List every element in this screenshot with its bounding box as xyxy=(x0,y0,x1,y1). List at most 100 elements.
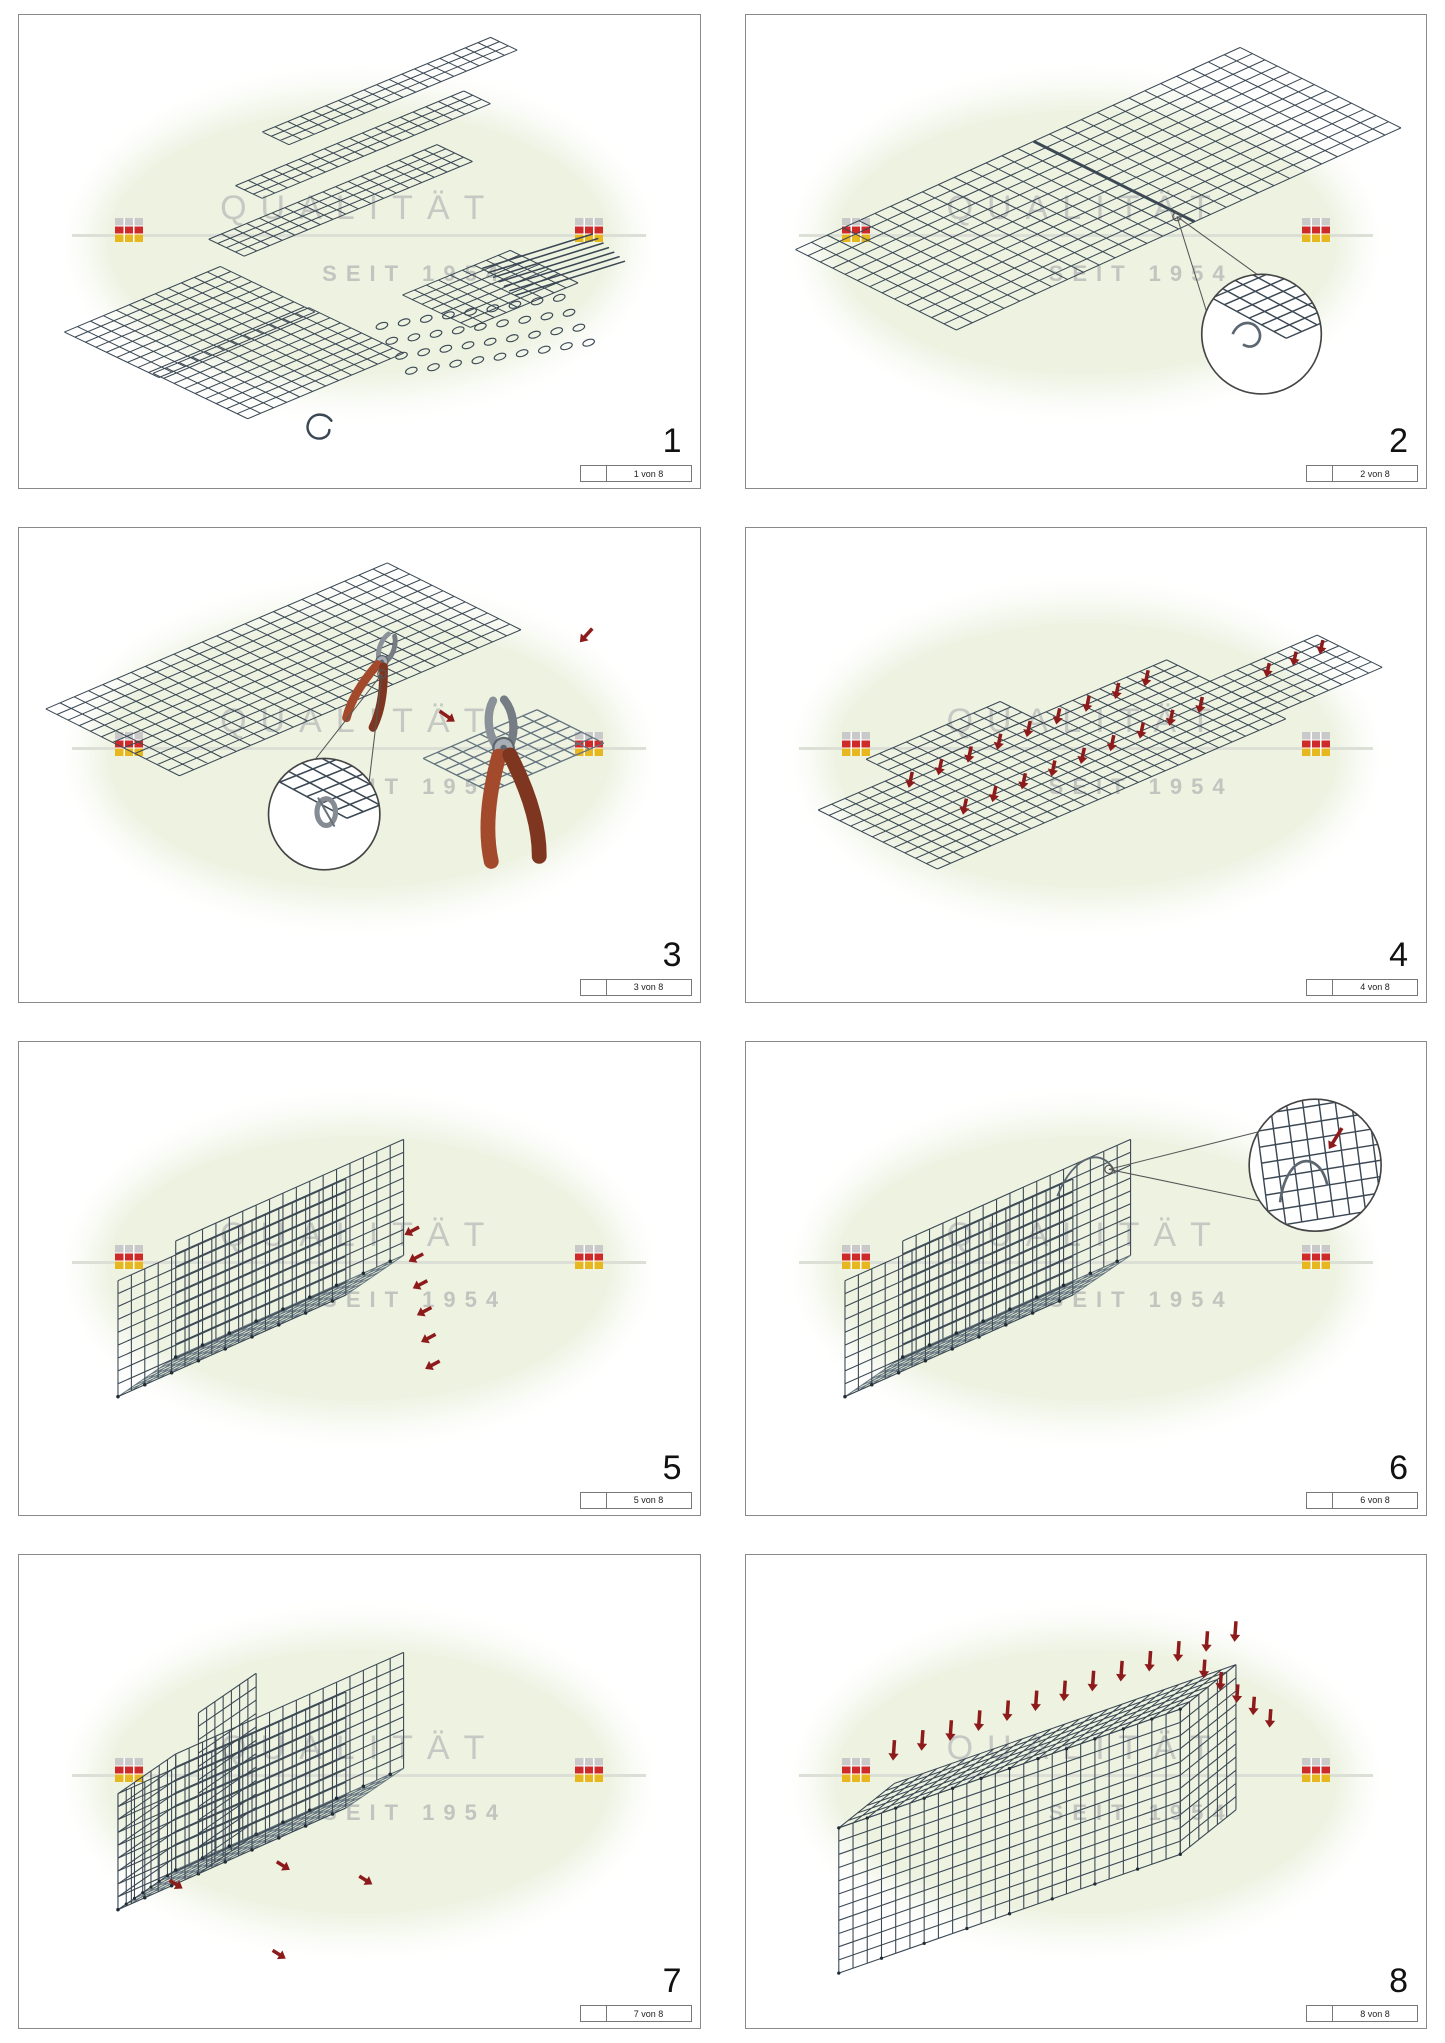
red-arrow xyxy=(1315,639,1326,655)
red-arrow xyxy=(934,759,945,776)
brand-logo xyxy=(1301,1244,1330,1269)
red-arrow xyxy=(1144,1650,1155,1672)
red-arrow xyxy=(1076,747,1087,765)
step-number: 6 xyxy=(1389,1448,1408,1487)
watermark-text-seit: SEIT 1954 xyxy=(1048,260,1234,286)
red-arrow xyxy=(1289,651,1300,666)
step-2-illustration xyxy=(794,47,1401,395)
red-arrow xyxy=(420,1332,437,1343)
titleblock-cell xyxy=(1307,1492,1333,1508)
page-indicator: 2 von 8 xyxy=(1360,468,1390,479)
titleblock-cell xyxy=(581,979,607,995)
red-arrow xyxy=(1247,1696,1259,1716)
titleblock-cell xyxy=(581,2006,607,2021)
red-arrow xyxy=(1135,722,1146,739)
sheet-titleblock: 4 von 8 xyxy=(1306,978,1418,996)
red-arrow xyxy=(1106,735,1117,752)
sheet-titleblock: 2 von 8 xyxy=(1306,465,1418,483)
sheet-titleblock: 7 von 8 xyxy=(579,2005,692,2022)
brand-logo xyxy=(575,1244,604,1269)
red-arrow xyxy=(404,1225,420,1236)
instruction-step-panel: QUALITÄT SEIT 1954 4 4 von 8 xyxy=(744,527,1427,1003)
instruction-step-panel: QUALITÄT SEIT 1954 1 1 von 8 xyxy=(18,14,701,490)
titleblock-cell xyxy=(1307,2006,1333,2021)
red-arrow xyxy=(963,746,974,763)
red-arrow xyxy=(416,1305,433,1316)
watermark: QUALITÄT SEIT 1954 xyxy=(72,1649,647,1915)
page-indicator: 7 von 8 xyxy=(633,2008,664,2019)
brand-logo xyxy=(1301,218,1330,243)
red-arrow xyxy=(1214,1671,1226,1691)
watermark-text-qualitaet: QUALITÄT xyxy=(220,1215,499,1254)
red-arrow xyxy=(1115,1660,1126,1682)
red-arrow xyxy=(1198,1659,1209,1678)
instruction-step-panel: QUALITÄT SEIT 1954 7 7 von 8 xyxy=(18,1553,701,2029)
red-arrow xyxy=(271,1948,286,1959)
red-arrow xyxy=(1264,1708,1275,1728)
red-arrow xyxy=(1229,1620,1240,1642)
red-arrow xyxy=(916,1729,927,1751)
step-5-illustration xyxy=(116,1138,441,1398)
instruction-step-panel: QUALITÄT SEIT 1954 6 6 von 8 xyxy=(744,1040,1427,1516)
instruction-step-panel: QUALITÄT SEIT 1954 8 8 von 8 xyxy=(744,1553,1427,2029)
step-7-illustration xyxy=(116,1651,405,1959)
red-arrow xyxy=(168,1878,183,1889)
red-arrow xyxy=(1200,1630,1212,1652)
red-arrow xyxy=(1001,1700,1013,1721)
step-3-illustration xyxy=(45,562,605,871)
brand-logo xyxy=(841,1244,870,1269)
titleblock-cell xyxy=(1307,979,1333,995)
page-indicator: 4 von 8 xyxy=(1360,982,1390,992)
red-arrow xyxy=(412,1278,429,1290)
watermark-text-qualitaet: QUALITÄT xyxy=(946,1215,1225,1254)
sheet-titleblock: 1 von 8 xyxy=(579,465,692,483)
red-arrow xyxy=(973,1710,984,1731)
red-arrow xyxy=(1231,1684,1242,1703)
red-arrow xyxy=(1047,760,1058,777)
page-indicator: 5 von 8 xyxy=(633,1495,664,1506)
red-arrow xyxy=(958,798,970,816)
step-1-illustration xyxy=(64,36,626,440)
page-indicator: 3 von 8 xyxy=(633,982,664,992)
titleblock-cell xyxy=(581,466,607,482)
zoom-detail-circle xyxy=(1252,1098,1381,1228)
page-indicator: 6 von 8 xyxy=(1360,1495,1390,1506)
red-arrow xyxy=(1030,1690,1041,1711)
instruction-step-panel: QUALITÄT SEIT 1954 2 2 von 8 xyxy=(744,14,1427,490)
instruction-step-panel: QUALITÄT SEIT 1954 3 3 von 8 xyxy=(18,527,701,1003)
red-arrow xyxy=(1194,696,1205,714)
watermark-rule xyxy=(798,1773,1373,1777)
step-number: 7 xyxy=(662,1962,682,2000)
step-number: 1 xyxy=(662,422,682,461)
brand-logo xyxy=(1301,1758,1330,1783)
red-arrow xyxy=(904,771,915,789)
pliers-tool xyxy=(342,631,398,732)
step-number: 5 xyxy=(662,1448,682,1487)
red-arrow xyxy=(1022,720,1033,738)
brand-logo xyxy=(1301,731,1330,756)
red-arrow xyxy=(1262,663,1273,678)
step-6-illustration xyxy=(842,1097,1382,1398)
sheet-titleblock: 5 von 8 xyxy=(579,1491,692,1509)
watermark-text-seit: SEIT 1954 xyxy=(1048,1287,1234,1313)
sheet-titleblock: 8 von 8 xyxy=(1306,2005,1418,2022)
red-arrow xyxy=(579,627,594,643)
red-arrow xyxy=(1140,670,1151,687)
brand-logo xyxy=(115,218,143,243)
red-arrow xyxy=(275,1860,290,1871)
red-arrow xyxy=(408,1251,424,1263)
brand-logo xyxy=(841,1758,870,1783)
step-number: 3 xyxy=(662,935,682,974)
step-number: 2 xyxy=(1389,422,1408,461)
red-arrow xyxy=(1165,709,1176,727)
watermark-text-qualitaet: QUALITÄT xyxy=(220,1728,499,1767)
red-arrow xyxy=(438,709,455,722)
red-arrow xyxy=(1081,695,1092,713)
red-arrow xyxy=(1172,1640,1183,1662)
watermark: QUALITÄT SEIT 1954 xyxy=(798,1649,1373,1915)
step-number: 8 xyxy=(1389,1962,1408,2000)
titleblock-cell xyxy=(1307,466,1333,482)
brand-logo xyxy=(115,1758,143,1783)
red-arrow xyxy=(425,1359,441,1370)
